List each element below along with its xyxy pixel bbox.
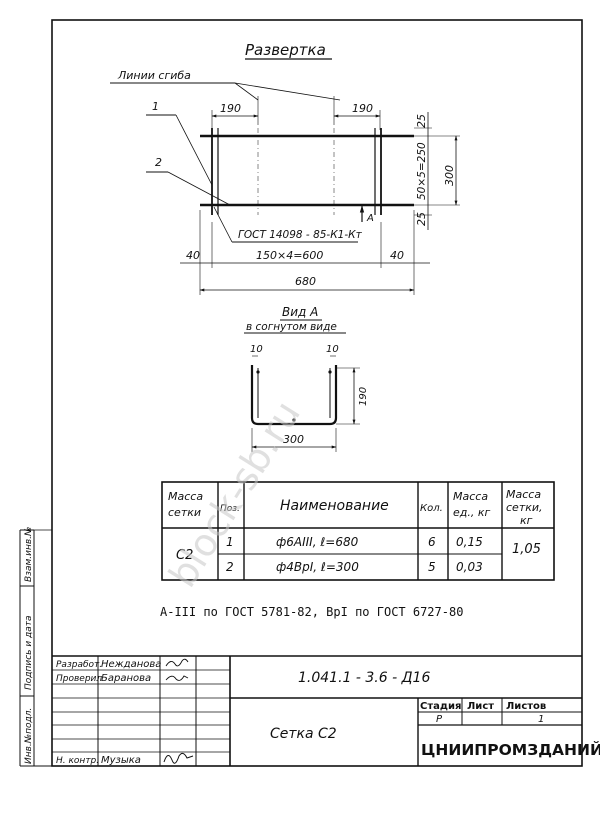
dim-top-right: 190 bbox=[352, 102, 373, 115]
margin-sign-date: Подпись и дата bbox=[24, 615, 34, 690]
signature-checked bbox=[165, 675, 189, 681]
name-developed: Нежданова bbox=[101, 659, 161, 670]
view-dim-width: 300 bbox=[283, 433, 304, 446]
hdr-pos: Поз. bbox=[220, 504, 240, 514]
table-row: 1 ф6АIII, ℓ=680 6 0,15 bbox=[226, 535, 483, 549]
dim-left-40: 40 bbox=[186, 249, 200, 262]
margin-inv-no: Инв.№подл. bbox=[24, 708, 34, 764]
leader-label-2: 2 bbox=[155, 156, 162, 169]
hdr-mass-unit-1: Масса bbox=[453, 490, 488, 503]
sheet-frame bbox=[51, 19, 583, 767]
left-margin-strip: Инв.№подл. Подпись и дата Взам.инв.№ bbox=[19, 527, 52, 767]
hdr-mass-mesh-2: сетки bbox=[168, 506, 201, 519]
view-arrow-label: А bbox=[366, 213, 374, 224]
spec-table: Масса сетки Поз. Наименование Кол. Масса… bbox=[161, 481, 555, 581]
total-mass-cell: 1,05 bbox=[512, 542, 541, 557]
role-developed: Разработ. bbox=[56, 660, 102, 670]
dim-top-left: 190 bbox=[220, 102, 241, 115]
dim-right-mid: 50×5=250 bbox=[416, 142, 428, 200]
svg-text:0,03: 0,03 bbox=[456, 560, 483, 574]
org-name: ЦНИИПРОМЗДАНИЙ bbox=[421, 740, 600, 759]
svg-text:2: 2 bbox=[226, 560, 234, 574]
dim-mid: 150×4=600 bbox=[256, 249, 323, 262]
hdr-mass-mesh-kg-2: сетки, bbox=[506, 501, 543, 514]
doc-name: Сетка С2 bbox=[270, 726, 337, 742]
hdr-mass-unit-2: ед., кг bbox=[453, 506, 491, 519]
gost-label: ГОСТ 14098 - 85-К1-Кт bbox=[238, 229, 363, 241]
steel-note: А-III по ГОСТ 5781-82, ВрI по ГОСТ 6727-… bbox=[160, 605, 463, 619]
svg-text:0,15: 0,15 bbox=[456, 535, 483, 549]
view-dim-left: 10 bbox=[250, 344, 263, 355]
sheet-label: Лист bbox=[467, 701, 494, 712]
dim-right-40: 40 bbox=[390, 249, 404, 262]
mesh-development bbox=[200, 128, 414, 215]
mesh-name-cell: С2 bbox=[176, 548, 193, 563]
table-row: 2 ф4ВрI, ℓ=300 5 0,03 bbox=[226, 560, 483, 574]
signature-norm-control bbox=[163, 752, 194, 764]
view-subtitle: в согнутом виде bbox=[246, 321, 337, 333]
hdr-mass-mesh-kg-3: кг bbox=[520, 514, 533, 527]
stage-label: Стадия bbox=[420, 701, 461, 712]
razvertka-title: Развертка bbox=[245, 41, 326, 59]
bent-mesh-view bbox=[250, 365, 338, 426]
margin-replace-inv: Взам.инв.№ bbox=[24, 527, 34, 582]
hdr-mass-mesh-kg-1: Масса bbox=[506, 488, 541, 501]
dim-right-top: 25 bbox=[415, 114, 428, 128]
name-checked: Баранова bbox=[101, 673, 151, 684]
svg-text:6: 6 bbox=[428, 535, 436, 549]
role-norm-control: Н. контр. bbox=[56, 756, 99, 766]
view-dim-height: 190 bbox=[358, 387, 369, 406]
signature-developed bbox=[165, 658, 189, 667]
dim-right-bottom: 25 bbox=[415, 212, 428, 226]
svg-text:ф4ВрI, ℓ=300: ф4ВрI, ℓ=300 bbox=[276, 560, 359, 574]
doc-code: 1.041.1 - 3.6 - Д16 bbox=[298, 670, 430, 686]
view-title: Вид А bbox=[282, 305, 318, 319]
view-dim-right: 10 bbox=[326, 344, 339, 355]
bend-lines-label: Линии сгиба bbox=[117, 69, 191, 82]
hdr-name: Наименование bbox=[280, 498, 389, 514]
dim-right-total: 300 bbox=[443, 165, 456, 186]
dim-total: 680 bbox=[295, 275, 316, 288]
hdr-qty: Кол. bbox=[420, 503, 443, 514]
svg-text:5: 5 bbox=[428, 560, 436, 574]
name-norm-control: Музыка bbox=[101, 755, 141, 766]
stage-value: Р bbox=[436, 714, 443, 725]
sheets-value: 1 bbox=[538, 714, 544, 725]
svg-text:ф6АIII, ℓ=680: ф6АIII, ℓ=680 bbox=[276, 535, 359, 549]
leader-label-1: 1 bbox=[152, 100, 159, 113]
title-block: Разработ. Проверил Н. контр. Нежданова Б… bbox=[52, 655, 600, 766]
sheets-label: Листов bbox=[506, 701, 546, 712]
role-checked: Проверил bbox=[56, 674, 102, 684]
hdr-mass-mesh-1: Масса bbox=[168, 490, 203, 503]
svg-text:1: 1 bbox=[226, 535, 234, 549]
